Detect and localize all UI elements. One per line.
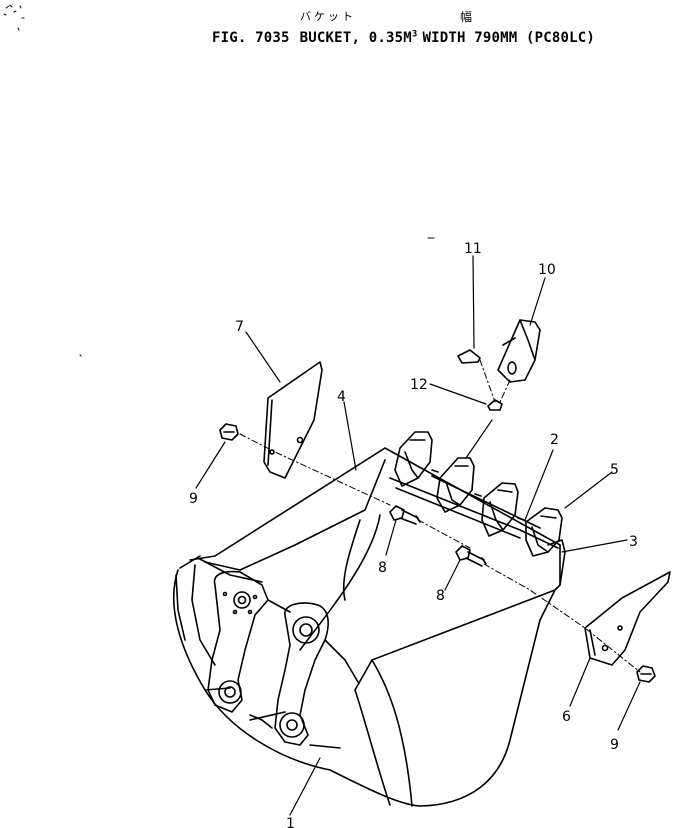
- callout-9-left: 9: [189, 491, 198, 507]
- scan-speck: [79, 354, 82, 357]
- side-cutter-right: [584, 571, 671, 666]
- title-bucket-capacity: BUCKET, 0.35M: [299, 30, 412, 46]
- adapter-bar: [431, 475, 541, 529]
- callout-5: 5: [610, 462, 619, 478]
- callout-8-upper: 8: [378, 560, 387, 576]
- tooth-pin: [457, 349, 481, 364]
- bucket-mounting-bracket: [207, 570, 359, 749]
- callout-6: 6: [562, 709, 571, 725]
- tooth-lock: [487, 399, 503, 411]
- callout-8-lower: 8: [436, 588, 445, 604]
- bolt-upper: [389, 505, 421, 525]
- japanese-part-name: バケット: [300, 10, 356, 23]
- adapter-row: [389, 431, 563, 557]
- title-width-model: WIDTH 790MM (PC80LC): [422, 30, 596, 46]
- bucket-tooth: [497, 319, 541, 383]
- japanese-caption: バケット 幅: [300, 8, 500, 26]
- callout-12: 12: [410, 377, 428, 393]
- callout-7: 7: [235, 319, 244, 335]
- callout-10: 10: [538, 262, 556, 278]
- callout-numbers: 1 2 3 4 5 6 7 8 8 9 9 10 11 12: [189, 241, 638, 828]
- scan-speck: [3, 4, 25, 31]
- figure-title: FIG. 7035 BUCKET, 0.35M3 WIDTH 790MM (PC80…: [212, 30, 595, 46]
- callout-1: 1: [286, 816, 295, 828]
- leader-lines: [195, 255, 641, 816]
- callout-2: 2: [550, 432, 559, 448]
- callout-4: 4: [337, 389, 346, 405]
- callout-11: 11: [464, 241, 482, 257]
- japanese-width-label: 幅: [460, 10, 476, 24]
- figure-number: FIG. 7035: [212, 30, 290, 46]
- side-shroud: [547, 539, 566, 586]
- hex-nut-right: [636, 665, 656, 683]
- callout-3: 3: [629, 534, 638, 550]
- assembly-centerline: [239, 359, 641, 673]
- callout-9-right: 9: [610, 737, 619, 753]
- title-superscript: 3: [411, 29, 418, 40]
- bolt-lower: [455, 545, 487, 567]
- bucket-body: [172, 447, 561, 807]
- hex-nut-left: [219, 423, 239, 441]
